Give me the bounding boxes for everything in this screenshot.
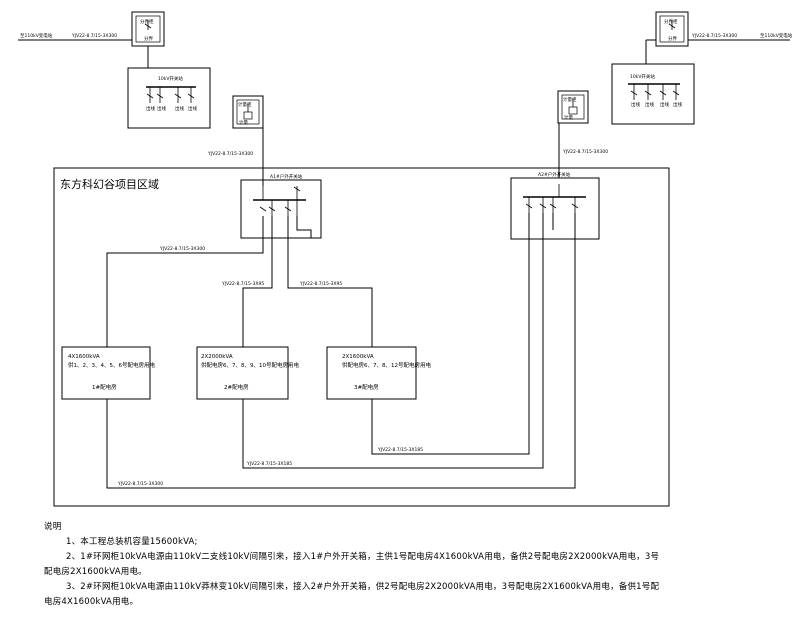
left-station-title: 10kV开关站 [158,75,183,82]
note-item-3-continued: 电房4X1600kVA用电。 [44,597,139,607]
feeder-a1-to-s2 [242,216,273,347]
left-top-cabinet-sub: 分界 [144,35,153,42]
left-source-cable: YJV22-8.7/15-3X300 [71,33,117,39]
switch-box-a1 [240,179,322,239]
substation-2-name: 2#配电房 [224,383,249,391]
switch-box-a2 [510,177,600,240]
feeder-a1-to-s1 [106,216,264,347]
left-bay-label-3: 出线 [188,105,197,112]
substation-1-capacity: 4X1600kVA [68,354,100,360]
right-station-title: 10kV开关站 [630,73,655,80]
note-item-2-continued: 配电房2X1600kVA用电。 [44,567,147,577]
substation-2-desc: 供配电房6、7、8、9、10号配电房用电 [201,361,299,369]
substation-3-capacity: 2X1600kVA [342,354,374,360]
project-region [53,167,670,507]
left-feed-cable: YJV22-8.7/15-3X300 [207,151,253,157]
feeder-a2-to-s2 [242,213,544,469]
switch-a1-label: A1#户外开关站 [270,173,303,180]
substation-3-name: 3#配电房 [354,383,379,391]
note-item-2: 2、1#环网柜10kVA电源由110kV二支线10kV间隔引来，接入1#户外开关… [66,552,660,562]
right-meter-cabinet [557,90,589,124]
feeder-cable-3: YJV22-8.7/15-3X95 [299,281,342,287]
notes-section: 说明 1、本工程总装机容量15600kVA; 2、1#环网柜10kVA电源由11… [44,520,784,610]
feeder-a2-to-s1 [106,213,576,489]
right-top-cabinet-title: 分界柜 [664,18,678,25]
switch-a2-label: A2#户外开关站 [538,171,571,178]
right-meter-sub: 计量 [564,114,573,121]
feeder-a2-to-s3 [371,213,530,455]
feeder-cable-1: YJV22-8.7/15-3X300 [159,246,205,252]
left-top-cabinet-title: 分界柜 [140,18,154,25]
substation-1-name: 1#配电房 [92,383,117,391]
region-title: 东方科幻谷项目区域 [60,177,159,191]
bottom-cable-1: YJV22-8.7/15-3X185 [377,447,423,453]
bottom-cable-2: YJV22-8.7/15-3X185 [246,461,292,467]
note-item-3: 3、2#环网柜10kVA电源由110kV莽林变10kV间隔引来，接入2#户外开关… [66,582,660,592]
left-meter-title: 计量柜 [238,101,252,108]
left-bay-label-4: 出线 [146,105,155,112]
feeder-a1-to-s3 [287,216,373,347]
left-meter-sub: 计量 [239,119,248,126]
note-item-1: 1、本工程总装机容量15600kVA; [66,537,198,547]
substation-3-desc: 供配电房6、7、8、12号配电房用电 [342,361,431,369]
left-bay-label-2: 出线 [175,105,184,112]
right-top-cabinet [655,11,689,47]
right-feed-cable: YJV22-8.7/15-3X300 [562,149,608,155]
left-bay-label-1: 出线 [157,105,166,112]
feeder-cable-2: YJV22-8.7/15-3X95 [221,281,264,287]
notes-heading: 说明 [44,522,62,532]
substation-2-capacity: 2X2000kVA [201,354,233,360]
right-bay-label-2: 出线 [645,101,654,108]
right-source-cable: YJV22-8.7/15-3X300 [691,33,737,39]
right-top-cabinet-sub: 分界 [668,35,677,42]
left-source-label: 至110kV变电站 [20,32,53,39]
right-bay-label-4: 出线 [673,101,682,108]
substation-1-desc: 供1、2、3、4、5、6号配电房用电 [68,361,155,369]
right-source-label: 至110kV变电站 [760,32,793,39]
left-switch-station [127,67,211,129]
right-bay-label-3: 出线 [660,101,669,108]
right-bay-label-1: 出线 [631,101,640,108]
feeder-a1-bypass [296,216,312,238]
right-switch-station [611,63,695,125]
left-meter-cabinet [232,95,264,129]
substation-1 [61,346,151,400]
right-meter-title: 计量柜 [563,96,577,103]
bottom-cable-3: YJV22-8.7/15-3X300 [117,481,163,487]
